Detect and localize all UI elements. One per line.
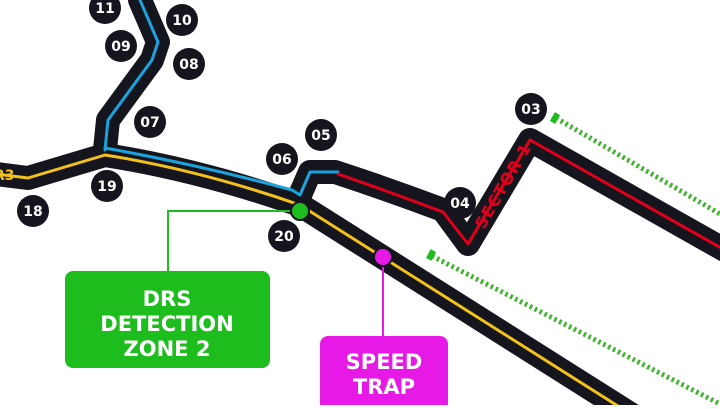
turn-08-label: 08	[179, 57, 198, 73]
turn-20-marker: 20	[268, 220, 300, 252]
drs-detection-line-3: ZONE 2	[124, 337, 211, 361]
turn-05-marker: 05	[305, 119, 337, 151]
turn-07-label: 07	[140, 115, 159, 131]
turn-09-marker: 09	[105, 30, 137, 62]
turn-10-label: 10	[172, 13, 192, 29]
speed-trap-line-1: SPEED	[346, 350, 423, 374]
turn-07-marker: 07	[134, 106, 166, 138]
speed-trap-point	[373, 247, 393, 267]
turn-18-marker: 18	[17, 195, 49, 227]
drs-detection-box	[65, 271, 270, 368]
turn-03-marker: 03	[515, 93, 547, 125]
turn-04-label: 04	[450, 196, 470, 212]
sector-1-label: SECTOR 1	[471, 140, 535, 232]
turn-03-label: 03	[521, 102, 540, 118]
turn-09-label: 09	[111, 39, 130, 55]
turn-11-label: 11	[95, 1, 114, 17]
turn-20-label: 20	[274, 229, 294, 245]
turn-18-label: 18	[23, 204, 42, 220]
turn-06-label: 06	[272, 152, 291, 168]
turn-06-marker: 06	[266, 143, 298, 175]
turn-markers: 03 04 05 06 07 08 09 10 11 18 19 20	[17, 0, 547, 252]
sector-3-line	[0, 153, 626, 409]
drs-zone-start-marker-upper	[549, 112, 561, 124]
turn-11-marker: 11	[89, 0, 121, 24]
turn-05-label: 05	[311, 128, 330, 144]
drs-zone-markers	[426, 112, 720, 407]
drs-detection-line-1: DRS	[143, 287, 192, 311]
speed-trap-callout: SPEED TRAP	[320, 247, 448, 409]
turn-19-label: 19	[97, 179, 116, 195]
sector-2-line-south	[103, 146, 340, 197]
drs-detection-callout: DRS DETECTION ZONE 2	[65, 201, 310, 368]
turn-08-marker: 08	[173, 48, 205, 80]
drs-zone-line-upper	[554, 115, 720, 217]
drs-detection-leader-line	[167, 210, 300, 272]
turn-04-marker: 04	[444, 187, 476, 219]
speed-trap-box	[320, 336, 448, 409]
sector-3-partial-label: R3	[0, 168, 15, 184]
turn-19-marker: 19	[91, 170, 123, 202]
speed-trap-line-2: TRAP	[353, 375, 415, 399]
drs-zone-start-marker-lower	[426, 249, 436, 261]
sector-1-line	[336, 138, 720, 250]
drs-detection-line-2: DETECTION	[100, 312, 233, 336]
drs-detection-point	[290, 201, 310, 221]
drs-zone-line-lower	[430, 253, 720, 407]
turn-10-marker: 10	[166, 4, 198, 36]
sector-2-line-north	[103, 0, 160, 152]
